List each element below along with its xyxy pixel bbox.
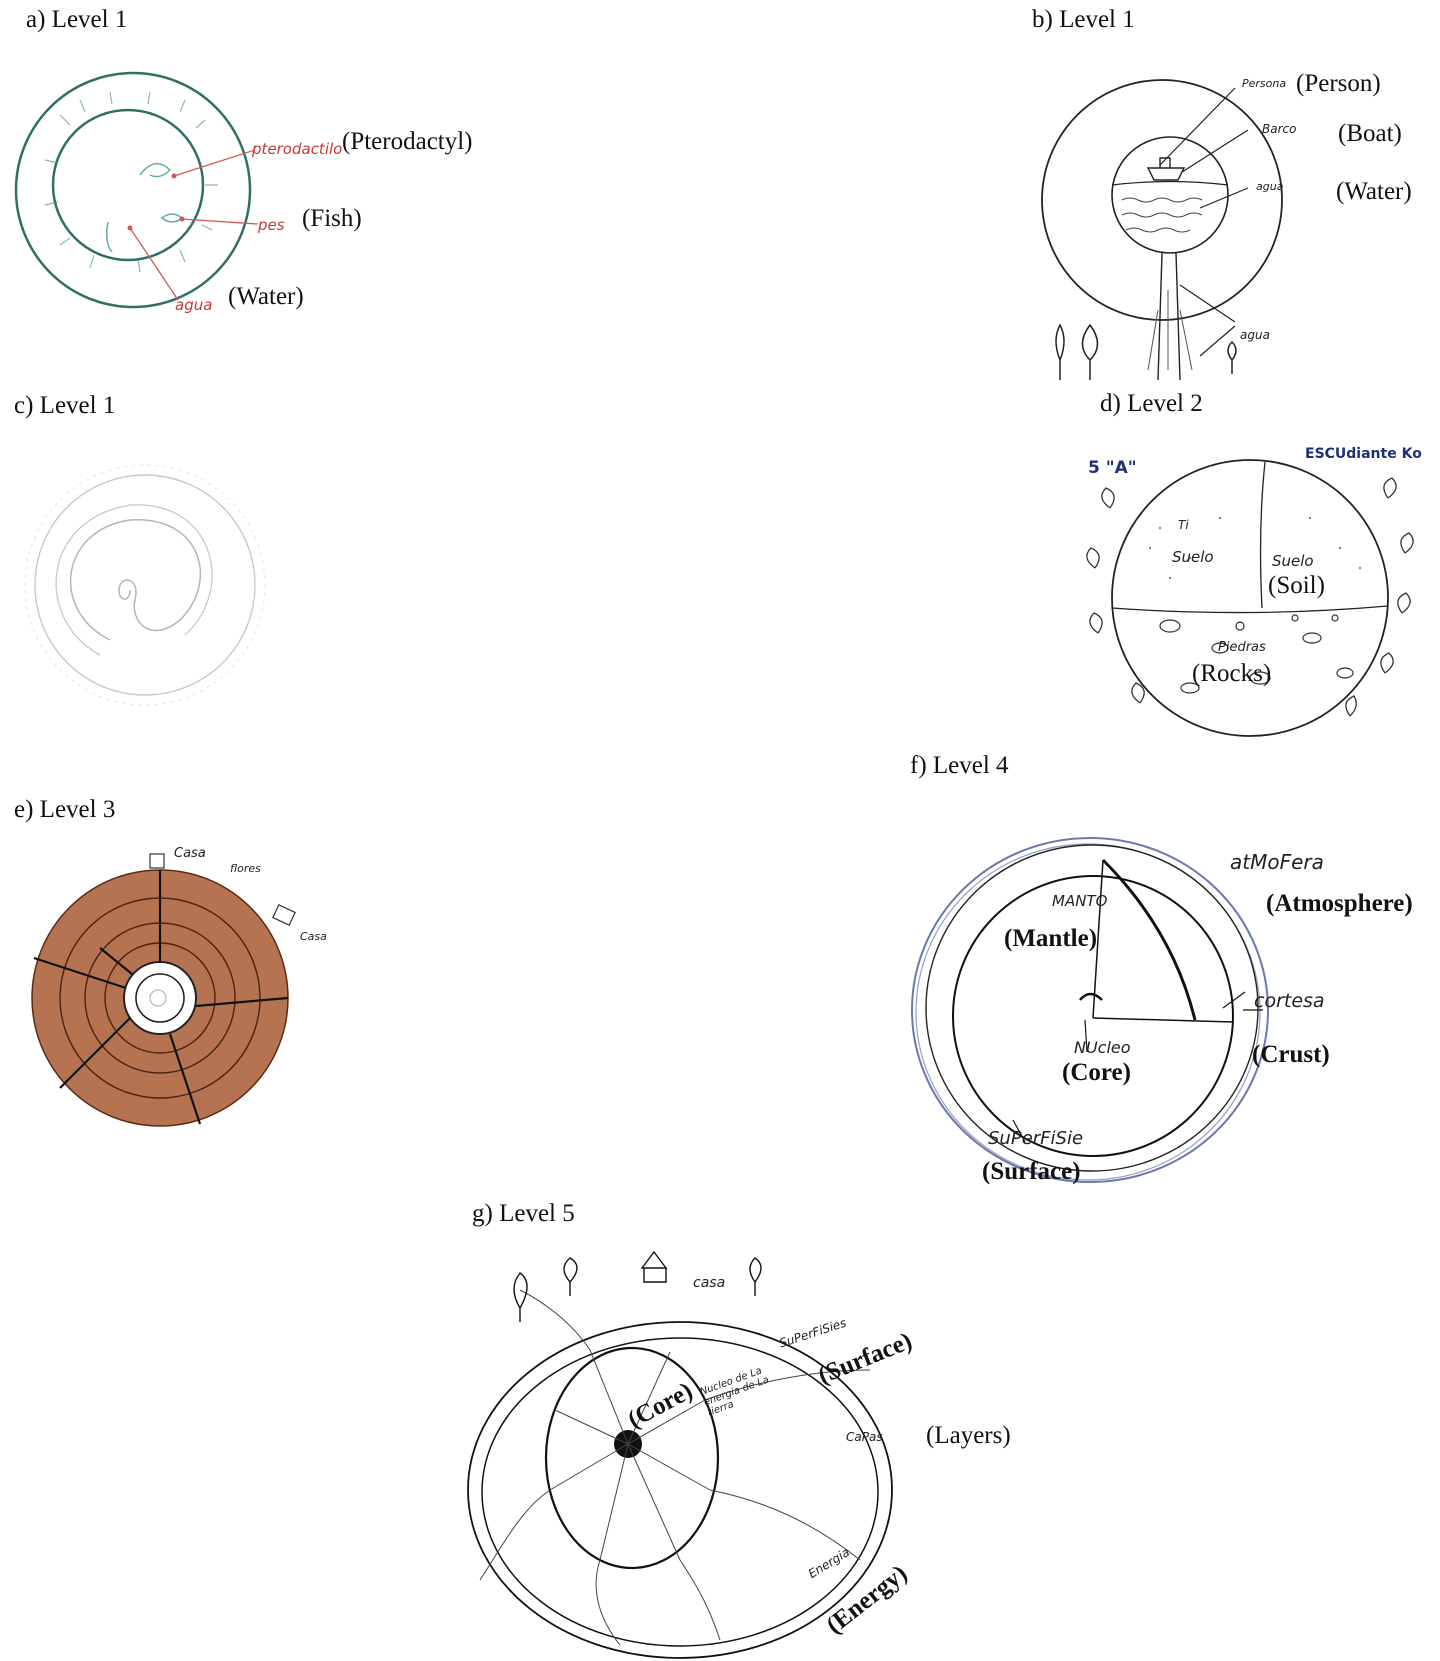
panel-d-title: d) Level 2 (1100, 390, 1203, 418)
handwritten-pterodactilo: pterodactilo (252, 140, 342, 158)
label-surface: (Surface) (982, 1158, 1081, 1186)
panel-e-title: e) Level 3 (14, 796, 115, 824)
label-water-b: (Water) (1336, 178, 1412, 206)
handwritten-suelo-2: Suelo (1272, 552, 1314, 570)
handwritten-flores: flores (230, 862, 261, 875)
handwritten-barco: Barco (1262, 122, 1296, 136)
label-soil: (Soil) (1268, 572, 1325, 600)
handwritten-cortesa: cortesa (1254, 990, 1325, 1012)
handwritten-casa-1: Casa (174, 846, 206, 861)
label-person: (Person) (1296, 70, 1381, 98)
panel-b-title: b) Level 1 (1032, 6, 1135, 34)
handwritten-piedras: Piedras (1218, 640, 1266, 655)
label-water: (Water) (228, 283, 304, 311)
panel-f-drawing (905, 820, 1285, 1190)
label-pterodactyl: (Pterodactyl) (342, 128, 473, 156)
panel-d-drawing (1080, 448, 1420, 748)
panel-f-title: f) Level 4 (910, 752, 1009, 780)
label-layers: (Layers) (926, 1422, 1011, 1450)
handwritten-atmofera: atMoFera (1230, 850, 1324, 874)
handwritten-superfisie: SuPerFiSie (988, 1128, 1083, 1149)
handwritten-agua-2: agua (1240, 328, 1270, 342)
handwritten-persona: Persona (1242, 77, 1286, 90)
panel-g-title: g) Level 5 (472, 1200, 575, 1228)
handwritten-class: 5 "A" (1088, 458, 1137, 478)
handwritten-agua-1: agua (1256, 180, 1283, 193)
panel-c-title: c) Level 1 (14, 392, 115, 420)
label-core: (Core) (1062, 1059, 1131, 1087)
panel-a-drawing (0, 0, 480, 320)
handwritten-manto: MANTO (1052, 892, 1107, 910)
label-boat: (Boat) (1338, 120, 1402, 148)
handwritten-nucleo: NUcleo (1074, 1038, 1131, 1057)
handwritten-casa: casa (693, 1275, 725, 1291)
handwritten-student: ESCUdiante Ko (1305, 446, 1422, 462)
handwritten-ti: Ti (1178, 518, 1189, 532)
panel-c-drawing (10, 460, 270, 740)
label-rocks: (Rocks) (1192, 660, 1271, 688)
handwritten-pes: pes (258, 216, 285, 234)
label-atmosphere: (Atmosphere) (1266, 890, 1413, 918)
handwritten-suelo-1: Suelo (1172, 548, 1214, 566)
label-fish: (Fish) (302, 205, 362, 233)
panel-b-drawing (1030, 60, 1330, 380)
handwritten-capas: CaPas (846, 1430, 883, 1444)
handwritten-agua: agua (175, 296, 212, 314)
label-mantle: (Mantle) (1004, 925, 1097, 953)
handwritten-casa-2: Casa (300, 930, 327, 943)
panel-e-drawing (20, 848, 340, 1148)
label-crust: (Crust) (1252, 1041, 1330, 1069)
